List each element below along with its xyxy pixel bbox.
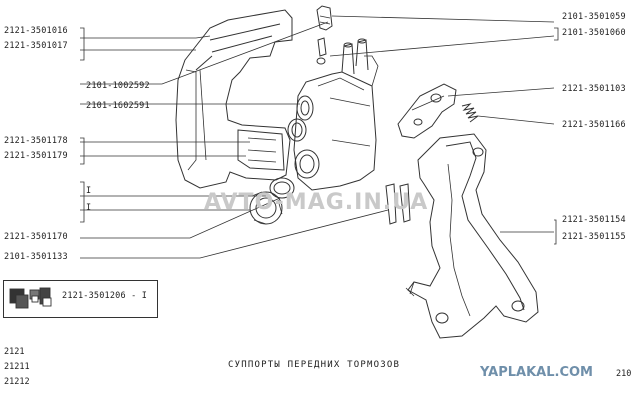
kit-number-label: 2121-3501206 - I: [62, 291, 148, 301]
part-number-label: 2121-3501103: [562, 84, 626, 94]
part-number-label: I: [86, 186, 92, 196]
spring-plate-drawing: [397, 83, 457, 139]
part-number-label: 2121-3501155: [562, 232, 626, 242]
part-number-label: 2121-3501166: [562, 120, 626, 130]
brake-pad-kit-icon-drawing: [9, 287, 52, 309]
model-number: 21211: [4, 362, 30, 372]
bleeder-screw-drawing: [316, 5, 333, 65]
part-number-label: I: [86, 203, 92, 213]
caliper-bracket-drawing: [175, 9, 293, 189]
diagram-caption: СУППОРТЫ ПЕРЕДНИХ ТОРМОЗОВ: [228, 360, 401, 370]
part-number-label: 2121-3501179: [4, 151, 68, 161]
part-number-label: 2121-3501178: [4, 136, 68, 146]
watermark-corner: YAPLAKAL.COM: [480, 365, 593, 380]
spring-drawing: [461, 103, 479, 123]
caliper-cylinder-drawing: [287, 38, 379, 191]
part-number-label: 2101-3501133: [4, 252, 68, 262]
part-number-label: 2101-1002592: [86, 81, 150, 91]
watermark-center: AVTO-MAG.IN.UA: [204, 190, 429, 215]
part-number-label: 2101-1602591: [86, 101, 150, 111]
part-number-label: 2101-3501059: [562, 12, 626, 22]
model-number: 21212: [4, 377, 30, 387]
guide-pins-drawing: [385, 183, 411, 225]
part-number-label: 2121-3501016: [4, 26, 68, 36]
seal-and-boot-drawing: [249, 177, 295, 225]
part-number-label: 2101-3501060: [562, 28, 626, 38]
part-number-label: 2121-3501154: [562, 215, 626, 225]
leader-lines: [80, 15, 559, 259]
mounting-bracket-drawing: [405, 133, 539, 339]
part-number-label: 2121-3501017: [4, 41, 68, 51]
model-number: 2121: [4, 347, 25, 357]
part-number-label: 2121-3501170: [4, 232, 68, 242]
page-number: 210: [616, 369, 632, 379]
kit-box: 2121-3501206 - I: [3, 280, 158, 318]
